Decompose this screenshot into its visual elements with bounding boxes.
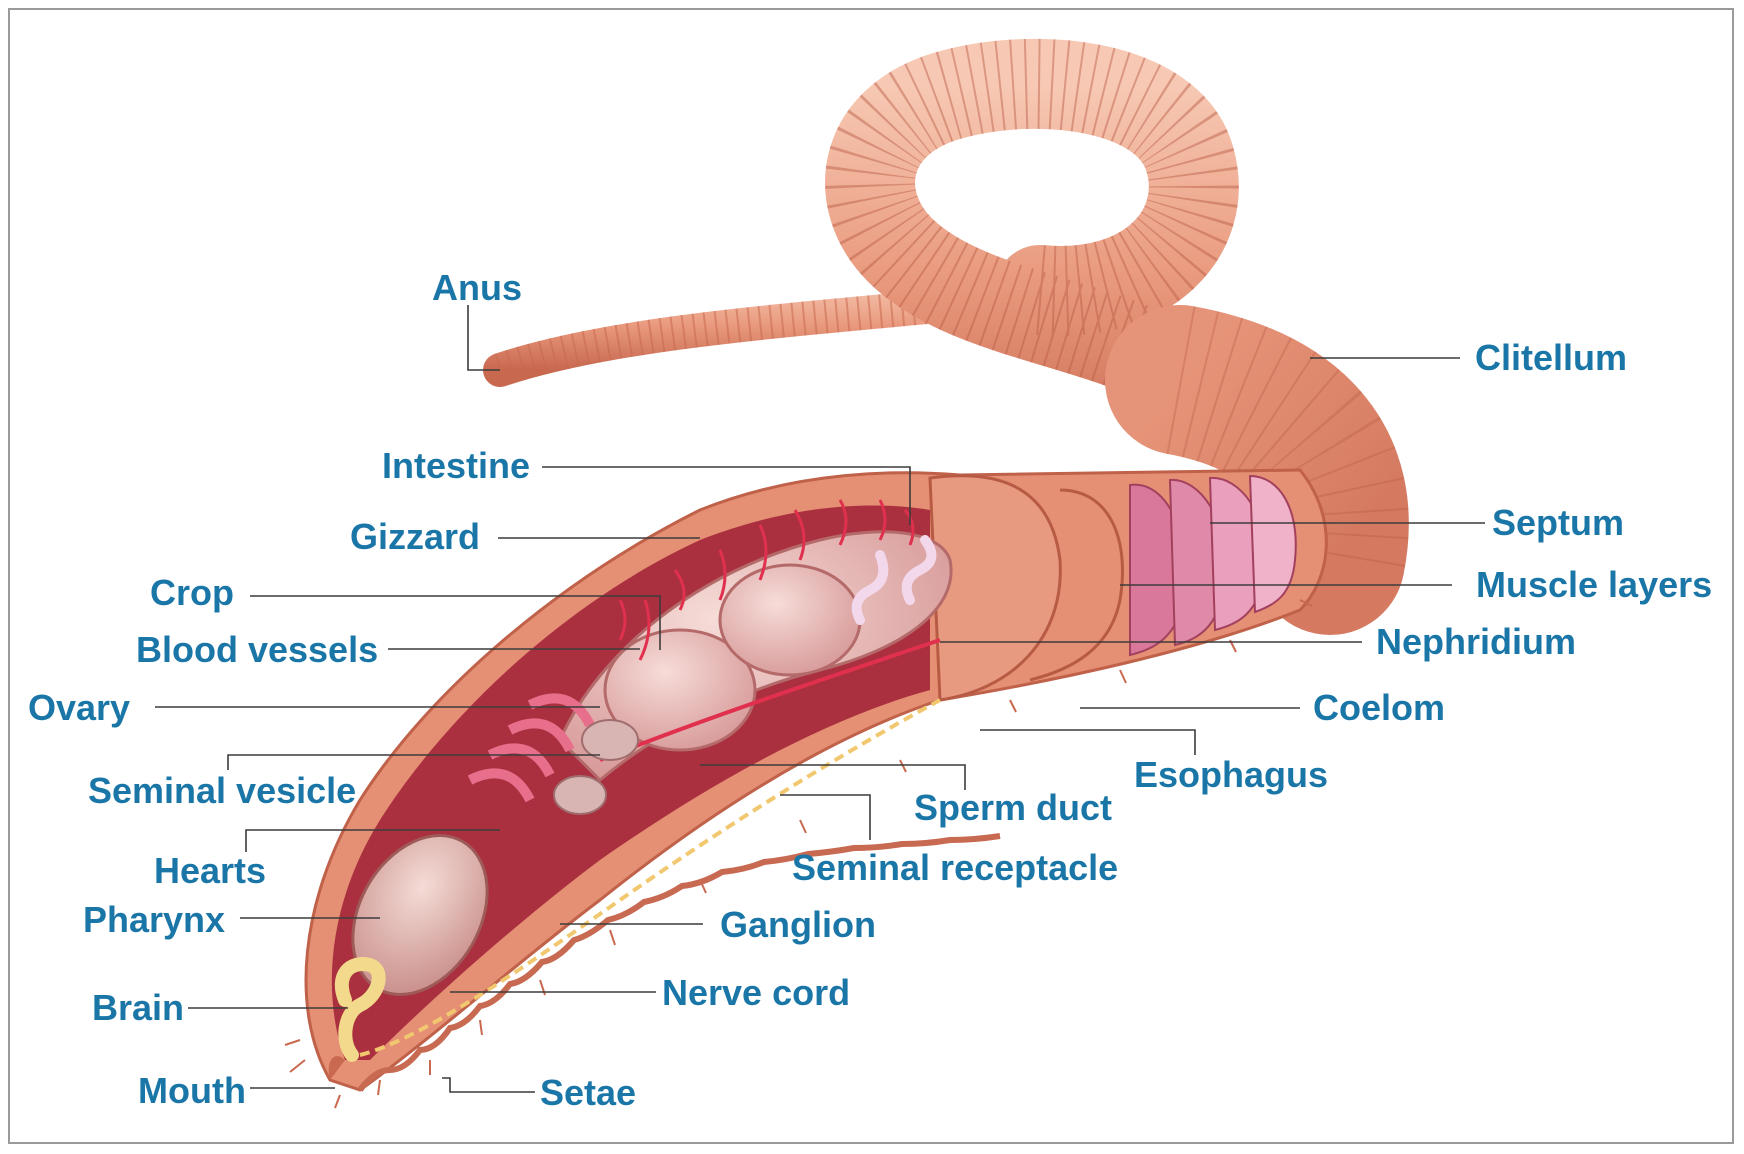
label-blood-vessels: Blood vessels [136, 629, 378, 670]
label-crop: Crop [150, 572, 234, 613]
label-clitellum: Clitellum [1475, 337, 1627, 378]
label-septum: Septum [1492, 502, 1624, 543]
label-coelom: Coelom [1313, 687, 1445, 728]
label-mouth: Mouth [138, 1070, 246, 1111]
label-hearts: Hearts [154, 850, 266, 891]
label-seminal-receptacle: Seminal receptacle [792, 847, 1118, 888]
label-ovary: Ovary [28, 687, 130, 728]
label-setae: Setae [540, 1072, 636, 1113]
label-muscle-layers: Muscle layers [1476, 564, 1712, 605]
label-brain: Brain [92, 987, 184, 1028]
label-anus: Anus [432, 267, 522, 308]
label-nephridium: Nephridium [1376, 621, 1576, 662]
label-seminal-vesicle: Seminal vesicle [88, 770, 356, 811]
label-gizzard: Gizzard [350, 516, 480, 557]
label-sperm-duct: Sperm duct [914, 787, 1112, 828]
label-ganglion: Ganglion [720, 904, 876, 945]
label-nerve-cord: Nerve cord [662, 972, 850, 1013]
label-esophagus: Esophagus [1134, 754, 1328, 795]
label-intestine: Intestine [382, 445, 530, 486]
label-pharynx: Pharynx [83, 899, 225, 940]
